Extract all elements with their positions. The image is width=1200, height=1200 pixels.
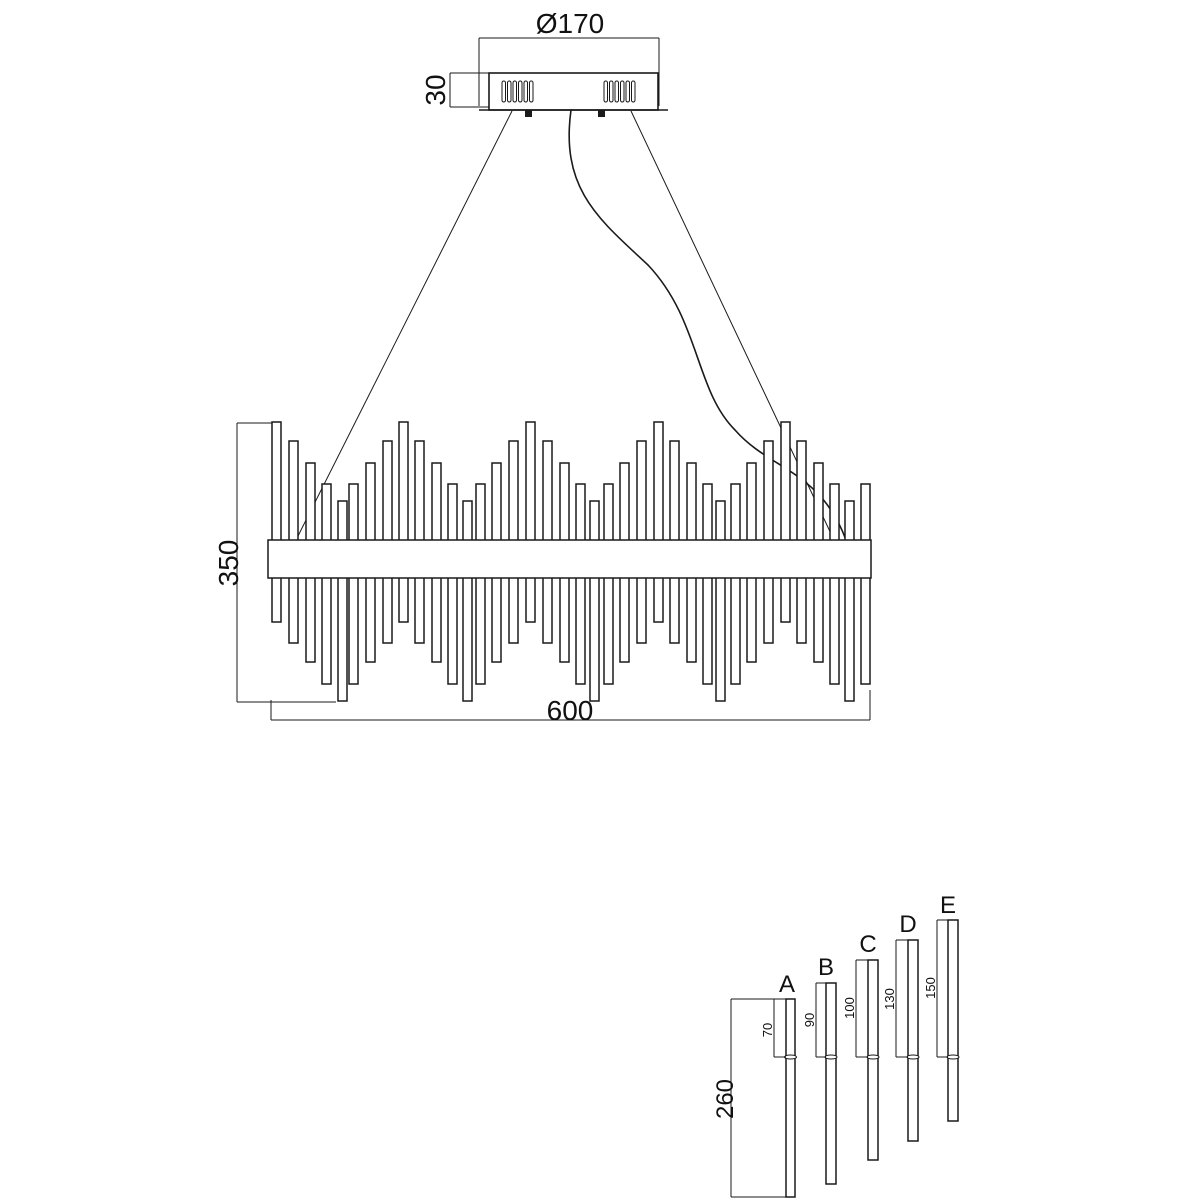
vent-slot	[523, 80, 528, 103]
vent-slot	[614, 80, 619, 103]
crystal-rod	[702, 483, 713, 685]
crystal-a: A 70	[760, 971, 797, 1198]
vent-slot	[512, 80, 517, 103]
crystal-b-label: B	[818, 954, 834, 981]
fixture-width-label: 600	[547, 695, 594, 726]
vent-slot	[507, 80, 512, 103]
crystal-d-length: 130	[882, 988, 897, 1010]
canopy-height-label: 30	[420, 74, 451, 105]
vent-slot	[603, 80, 608, 103]
crystal-rod	[321, 483, 332, 685]
vent-slot	[620, 80, 625, 103]
crystal-e-label: E	[940, 892, 956, 919]
vent-slot	[529, 80, 534, 103]
canopy-diameter-dimension: Ø170	[478, 8, 660, 106]
crystal-a-label: A	[779, 971, 795, 998]
chandelier-frame	[267, 539, 872, 579]
crystal-c-length: 100	[842, 997, 857, 1019]
vent-slot	[518, 80, 523, 103]
crystal-e-length: 150	[923, 977, 938, 999]
canopy-screw-right	[598, 110, 605, 117]
suspension-wire-left	[295, 110, 513, 541]
crystal-detail: 260 A 70 B 90 C 10	[712, 892, 960, 1198]
crystal-rod	[525, 421, 536, 623]
fixture-height-label: 350	[213, 540, 244, 587]
vent-slot	[501, 80, 506, 103]
vent-slot	[609, 80, 614, 103]
crystal-rod	[829, 483, 840, 685]
fixture-height-dimension: 350	[213, 422, 336, 703]
crystal-b: B 90	[802, 954, 838, 1185]
canopy-height-dimension: 30	[420, 72, 489, 108]
crystal-rod	[271, 421, 282, 623]
crystal-rod	[475, 483, 486, 685]
crystal-b-length: 90	[802, 1013, 817, 1027]
crystal-rod	[860, 483, 871, 685]
canopy-vent-right	[603, 80, 636, 103]
crystal-rod	[844, 500, 855, 702]
crystal-rod	[575, 483, 586, 685]
canopy-diameter-label: Ø170	[536, 8, 605, 39]
crystal-rod	[780, 421, 791, 623]
canopy	[479, 72, 668, 117]
vent-slot	[625, 80, 630, 103]
vent-slot	[631, 80, 636, 103]
crystal-full-length-dimension: 260	[712, 998, 786, 1198]
crystal-rod	[462, 500, 473, 702]
crystal-rod	[447, 483, 458, 685]
crystal-d-label: D	[899, 911, 916, 938]
crystal-rod	[603, 483, 614, 685]
crystal-rod	[730, 483, 741, 685]
crystal-d: D 130	[882, 911, 920, 1142]
crystal-c: C 100	[842, 931, 880, 1161]
crystal-rod	[348, 483, 359, 685]
canopy-vent-left	[501, 80, 534, 103]
crystal-rod	[589, 500, 600, 702]
crystal-rod	[653, 421, 664, 623]
crystal-a-length: 70	[760, 1023, 775, 1037]
crystal-rod	[715, 500, 726, 702]
canopy-body	[488, 72, 659, 111]
crystal-rod	[337, 500, 348, 702]
crystal-c-label: C	[859, 931, 876, 958]
power-cable	[568, 109, 847, 541]
crystal-rod	[398, 421, 409, 623]
crystal-e: E 150	[923, 892, 960, 1122]
crystal-full-length-label: 260	[712, 1079, 739, 1119]
fixture-width-dimension: 600	[270, 690, 871, 726]
canopy-screw-left	[525, 110, 532, 117]
